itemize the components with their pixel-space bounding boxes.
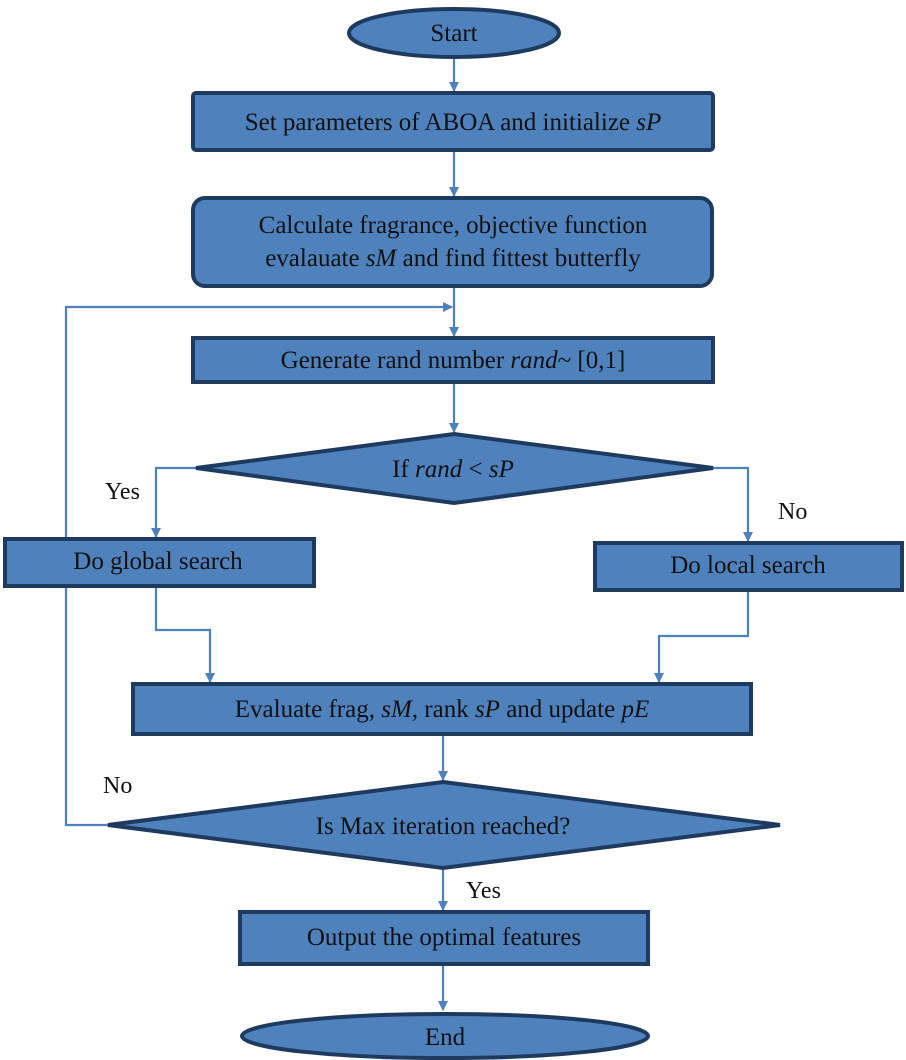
decision-rand-node: If rand < sP	[195, 431, 714, 506]
edge-global-to-evaluate	[154, 586, 215, 683]
end-label: End	[425, 1024, 466, 1051]
calculate-node: Calculate fragrance, objective function …	[191, 196, 714, 288]
evaluate-label: Evaluate frag, sM, rank sP and update pE	[235, 696, 649, 723]
decision-rand-label: If rand < sP	[392, 456, 514, 483]
set-params-node: Set parameters of ABOA and initialize sP	[191, 91, 715, 152]
edge-label-yes-decision1: Yes	[105, 479, 140, 505]
output-node: Output the optimal features	[238, 910, 650, 966]
set-params-label: Set parameters of ABOA and initialize sP	[245, 109, 662, 136]
edge-local-to-evaluate	[654, 590, 750, 683]
calculate-label-line1: Calculate fragrance, objective function	[259, 212, 648, 239]
edge-label-yes-decision2: Yes	[466, 878, 501, 904]
global-search-label: Do global search	[73, 548, 243, 575]
edge-label-no-decision2: No	[103, 773, 132, 799]
local-search-node: Do local search	[593, 541, 904, 592]
start-label: Start	[430, 20, 477, 47]
output-label: Output the optimal features	[307, 924, 581, 951]
generate-label: Generate rand number rand~ [0,1]	[281, 347, 626, 374]
end-node: End	[240, 1012, 650, 1060]
decision-max-iteration-label: Is Max iteration reached?	[316, 813, 571, 840]
decision-max-iteration-node: Is Max iteration reached?	[107, 779, 781, 871]
local-search-label: Do local search	[670, 552, 826, 579]
start-node: Start	[347, 7, 561, 59]
edge-decision1-no	[713, 466, 753, 542]
global-search-node: Do global search	[3, 537, 316, 588]
calculate-label-line2: evalauate sM and find fittest butterfly	[265, 245, 641, 272]
edge-label-no-decision1: No	[778, 499, 807, 525]
evaluate-node: Evaluate frag, sM, rank sP and update pE	[131, 682, 753, 736]
generate-node: Generate rand number rand~ [0,1]	[191, 336, 715, 384]
edge-decision1-yes	[151, 466, 196, 538]
